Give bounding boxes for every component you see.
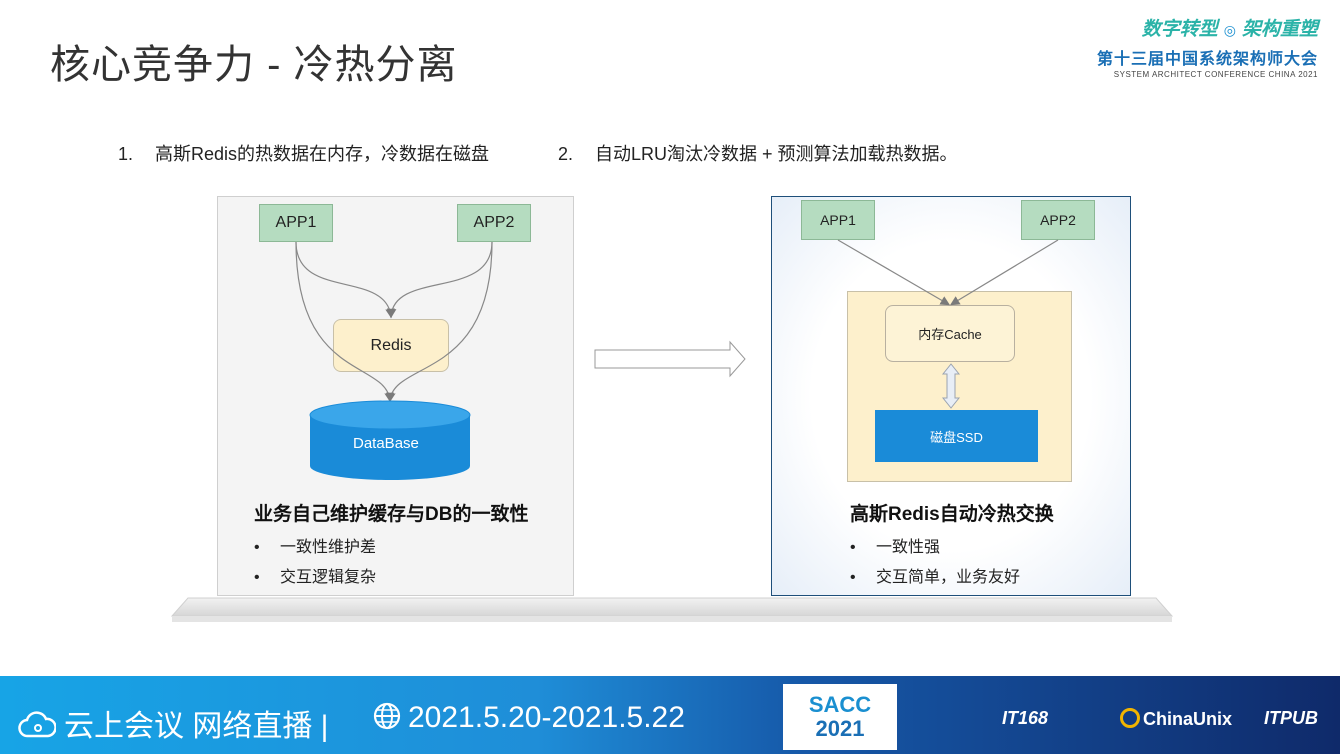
sponsor-chinaunix-logo: ChinaUnix bbox=[1120, 708, 1232, 730]
sponsor-itpub-logo: ITPUB bbox=[1264, 708, 1318, 728]
footer-cloud-meeting: 云上会议 网络直播 | bbox=[18, 701, 328, 745]
logo-conference-english: SYSTEM ARCHITECT CONFERENCE CHINA 2021 bbox=[1113, 70, 1318, 79]
right-bullet-1-text: 一致性强 bbox=[876, 539, 941, 556]
sacc-logo-line2: 2021 bbox=[815, 716, 865, 741]
point-2-number: 2. bbox=[558, 144, 574, 164]
right-panel-heading: 高斯Redis自动冷热交换 bbox=[850, 504, 1054, 525]
point-1: 1. 高斯Redis的热数据在内存，冷数据在磁盘 bbox=[118, 140, 489, 166]
globe-icon bbox=[373, 702, 401, 730]
point-1-number: 1. bbox=[118, 144, 134, 164]
panel-platform bbox=[170, 597, 1174, 622]
left-app1-box: APP1 bbox=[259, 204, 333, 242]
conference-logo: 数字转型 ◎ 架构重塑 第十三届中国系统架构师大会 SYSTEM ARCHITECT… bbox=[1097, 14, 1318, 79]
bullet-dot-icon: • bbox=[850, 539, 856, 556]
key-points: 1. 高斯Redis的热数据在内存，冷数据在磁盘 2. 自动LRU淘汰冷数据 + 预… bbox=[118, 140, 958, 166]
right-bullet-2: • 交互简单，业务友好 bbox=[850, 563, 1020, 587]
right-bullet-2-text: 交互简单，业务友好 bbox=[876, 569, 1021, 586]
page-title: 核心竞争力 - 冷热分离 bbox=[50, 43, 458, 87]
left-bullet-1: • 一致性维护差 bbox=[254, 533, 376, 557]
bullet-dot-icon: • bbox=[254, 539, 260, 556]
cloud-icon bbox=[18, 711, 57, 738]
point-2: 2. 自动LRU淘汰冷数据 + 预测算法加载热数据。 bbox=[558, 140, 958, 166]
ssd-box: 磁盘SSD bbox=[875, 410, 1038, 462]
right-app1-box: APP1 bbox=[801, 200, 875, 240]
database-label: DataBase bbox=[353, 435, 419, 452]
point-2-text: 自动LRU淘汰冷数据 + 预测算法加载热数据。 bbox=[595, 144, 958, 164]
sacc-logo: SACC 2021 bbox=[783, 684, 897, 750]
left-panel-heading: 业务自己维护缓存与DB的一致性 bbox=[254, 504, 529, 525]
bullet-dot-icon: • bbox=[254, 569, 260, 586]
footer-date-text: 2021.5.20-2021.5.22 bbox=[408, 701, 685, 734]
right-app2-box: APP2 bbox=[1021, 200, 1095, 240]
sacc-logo-line1: SACC bbox=[808, 692, 872, 717]
logo-slogan: 数字转型 ◎ 架构重塑 bbox=[1097, 14, 1318, 41]
left-bullet-2: • 交互逻辑复杂 bbox=[254, 563, 376, 587]
memory-cache-box: 内存Cache bbox=[885, 305, 1015, 362]
point-1-text: 高斯Redis的热数据在内存，冷数据在磁盘 bbox=[155, 144, 490, 164]
chinaunix-ring-icon bbox=[1120, 708, 1140, 728]
left-bullet-2-text: 交互逻辑复杂 bbox=[280, 569, 377, 586]
left-app2-box: APP2 bbox=[457, 204, 531, 242]
right-bullet-1: • 一致性强 bbox=[850, 533, 940, 557]
left-bullet-1-text: 一致性维护差 bbox=[280, 539, 377, 556]
logo-slogan-right: 架构重塑 bbox=[1241, 19, 1318, 40]
footer-date-row: 2021.5.20-2021.5.22 bbox=[372, 701, 685, 735]
bullet-dot-icon: • bbox=[850, 569, 856, 586]
logo-slogan-left: 数字转型 bbox=[1141, 19, 1218, 40]
logo-conference-name: 第十三届中国系统架构师大会 bbox=[1096, 51, 1318, 68]
sponsor-chinaunix-text: ChinaUnix bbox=[1143, 709, 1233, 729]
redis-box: Redis bbox=[333, 319, 449, 372]
footer-cloud-text: 云上会议 网络直播 | bbox=[64, 710, 329, 743]
sponsor-it168-logo: IT168 bbox=[1002, 708, 1049, 728]
footer-banner: 云上会议 网络直播 | 2021.5.20-2021.5.22 SACC 202… bbox=[0, 676, 1340, 754]
logo-ring-icon: ◎ bbox=[1223, 22, 1236, 38]
